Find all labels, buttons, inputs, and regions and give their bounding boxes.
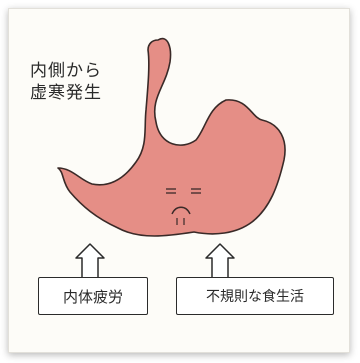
label-fatigue-text: 内体疲労 bbox=[62, 287, 123, 306]
frown-mouth bbox=[171, 206, 191, 215]
arrow-up-right bbox=[205, 243, 235, 277]
label-box-irregular-diet: 不規則な食生活 bbox=[176, 277, 334, 315]
label-irregular-diet-text: 不規則な食生活 bbox=[206, 289, 304, 305]
stomach-shape bbox=[57, 37, 286, 237]
label-box-fatigue: 内体疲労 bbox=[38, 277, 148, 315]
caption-text: 内側から 虚寒発生 bbox=[30, 60, 102, 104]
caption-line-1: 内側から bbox=[30, 61, 102, 81]
arrow-up-left bbox=[75, 243, 105, 277]
caption-line-2: 虚寒発生 bbox=[30, 83, 102, 103]
